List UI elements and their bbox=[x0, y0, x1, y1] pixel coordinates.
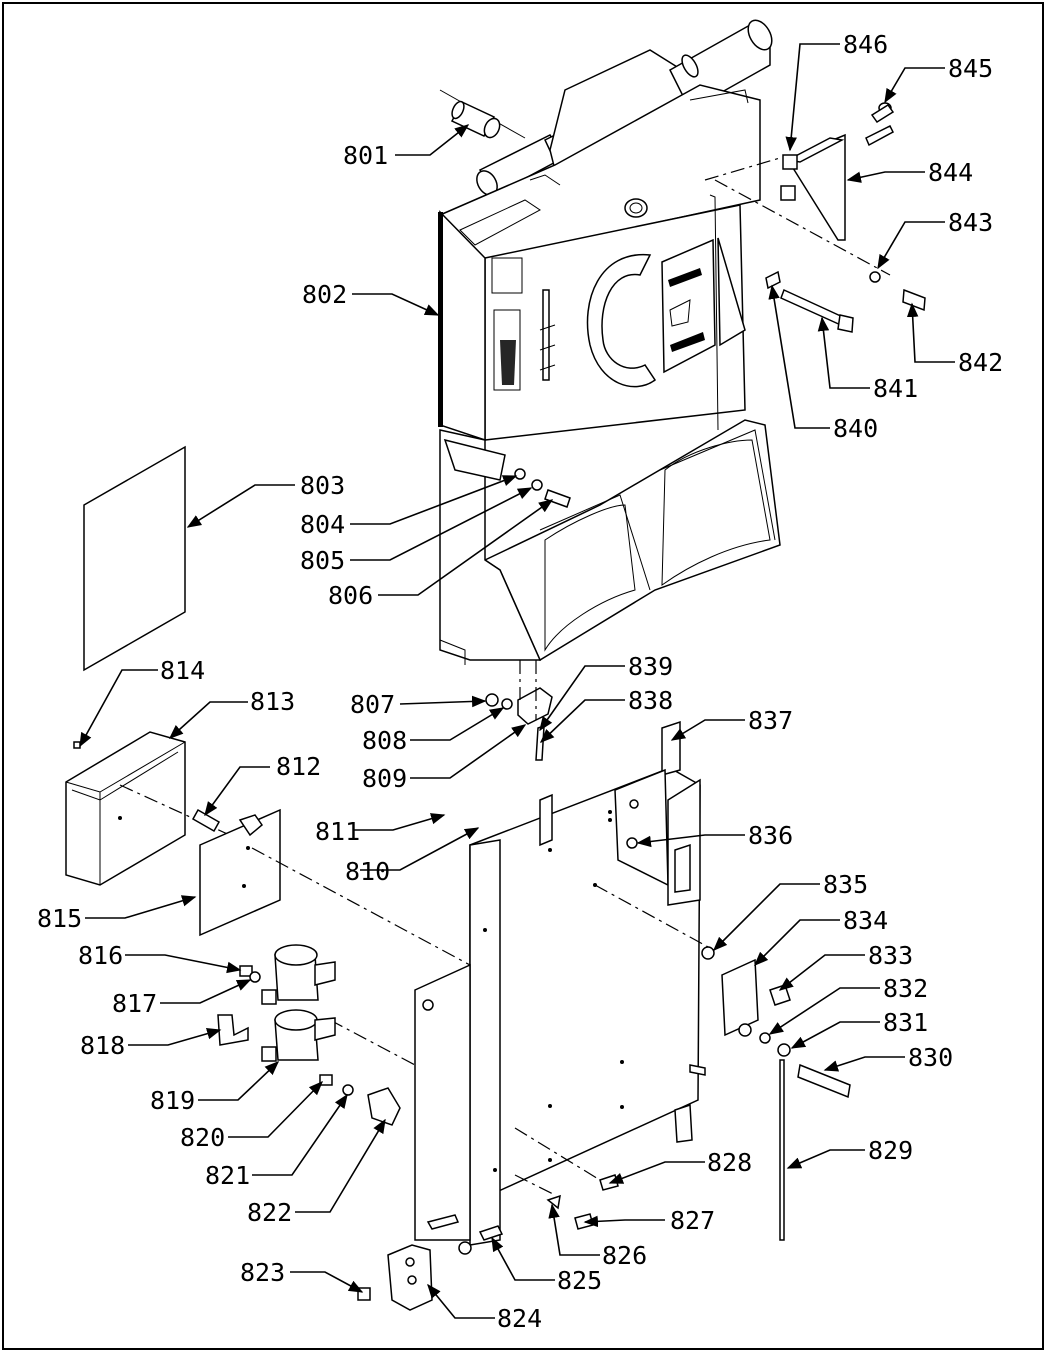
part-842-screw bbox=[902, 288, 926, 312]
decal-gauge bbox=[493, 309, 521, 391]
label-820: 820 bbox=[180, 1123, 225, 1152]
label-831: 831 bbox=[883, 1008, 928, 1037]
label-823: 823 bbox=[240, 1258, 285, 1287]
part-820-screw bbox=[319, 1074, 333, 1086]
part-801-bushing bbox=[439, 89, 526, 139]
part-803-sheet bbox=[83, 445, 186, 672]
label-821: 821 bbox=[205, 1161, 250, 1190]
label-818: 818 bbox=[80, 1031, 125, 1060]
label-810: 810 bbox=[345, 857, 390, 886]
part-841-bolt bbox=[780, 288, 846, 328]
label-803: 803 bbox=[300, 471, 345, 500]
label-822: 822 bbox=[247, 1198, 292, 1227]
decal-square bbox=[491, 257, 523, 294]
part-838-pin bbox=[535, 724, 545, 761]
callout-labels: 801 802 803 804 805 806 807 808 809 810 … bbox=[37, 30, 1003, 1333]
label-842: 842 bbox=[958, 348, 1003, 377]
part-846-nut bbox=[782, 154, 798, 170]
label-845: 845 bbox=[948, 54, 993, 83]
part-806-screw bbox=[544, 489, 571, 508]
label-811: 811 bbox=[315, 817, 360, 846]
label-814: 814 bbox=[160, 656, 205, 685]
label-819: 819 bbox=[150, 1086, 195, 1115]
upper-panel-assembly bbox=[438, 19, 781, 761]
part-812-standoff bbox=[191, 808, 221, 833]
solenoid-assembly bbox=[217, 944, 401, 1126]
label-832: 832 bbox=[883, 974, 928, 1003]
label-836: 836 bbox=[748, 821, 793, 850]
label-837: 837 bbox=[748, 706, 793, 735]
label-805: 805 bbox=[300, 546, 345, 575]
part-837-tab bbox=[661, 720, 681, 776]
part-left-flange bbox=[414, 963, 471, 1241]
part-831-clevis bbox=[777, 1043, 791, 1057]
part-807-nut bbox=[485, 693, 499, 707]
label-830: 830 bbox=[908, 1043, 953, 1072]
label-801: 801 bbox=[343, 141, 388, 170]
label-838: 838 bbox=[628, 686, 673, 715]
lower-right-hardware bbox=[701, 946, 851, 1241]
part-823-nut bbox=[357, 1287, 371, 1301]
callout-leaders bbox=[79, 43, 955, 1319]
label-839: 839 bbox=[628, 652, 673, 681]
part-822-bumper bbox=[367, 1087, 401, 1126]
label-846: 846 bbox=[843, 30, 888, 59]
part-829-rod bbox=[779, 1059, 785, 1241]
part-804-washer bbox=[514, 468, 526, 480]
part-826-washer bbox=[546, 1194, 561, 1210]
label-816: 816 bbox=[78, 941, 123, 970]
label-841: 841 bbox=[873, 374, 918, 403]
label-827: 827 bbox=[670, 1206, 715, 1235]
label-833: 833 bbox=[868, 941, 913, 970]
part-833-screw bbox=[769, 984, 791, 1006]
part-832-washer bbox=[759, 1032, 771, 1044]
part-802-handle bbox=[586, 254, 657, 388]
label-825: 825 bbox=[557, 1266, 602, 1295]
part-828-screw bbox=[599, 1174, 619, 1191]
part-821-washer bbox=[342, 1084, 354, 1096]
upper-right-hardware bbox=[704, 102, 926, 431]
part-817-washer bbox=[249, 971, 261, 983]
part-830-pin bbox=[797, 1063, 851, 1099]
label-824: 824 bbox=[497, 1304, 542, 1333]
label-807: 807 bbox=[350, 690, 395, 719]
part-802-edge bbox=[438, 212, 443, 427]
label-829: 829 bbox=[868, 1136, 913, 1165]
part-818-bracket bbox=[217, 1014, 249, 1046]
label-809: 809 bbox=[362, 764, 407, 793]
label-804: 804 bbox=[300, 510, 345, 539]
part-834-bracket bbox=[721, 958, 759, 1037]
part-808-washer bbox=[501, 698, 513, 710]
label-802: 802 bbox=[302, 280, 347, 309]
part-843-washer bbox=[869, 271, 881, 283]
part-835-nut bbox=[701, 946, 715, 960]
label-834: 834 bbox=[843, 906, 888, 935]
label-843: 843 bbox=[948, 208, 993, 237]
label-828: 828 bbox=[707, 1148, 752, 1177]
part-809-clamp bbox=[517, 687, 553, 725]
part-805-nut bbox=[531, 479, 543, 491]
part-825-pin bbox=[478, 1225, 504, 1241]
label-835: 835 bbox=[823, 870, 868, 899]
part-836-nut bbox=[626, 837, 638, 849]
label-813: 813 bbox=[250, 687, 295, 716]
part-845-screw bbox=[865, 124, 894, 147]
label-806: 806 bbox=[328, 581, 373, 610]
label-817: 817 bbox=[112, 989, 157, 1018]
label-826: 826 bbox=[602, 1241, 647, 1270]
part-840-washer bbox=[765, 270, 781, 290]
lower-frame-assembly bbox=[329, 720, 711, 1311]
label-815: 815 bbox=[37, 904, 82, 933]
label-844: 844 bbox=[928, 158, 973, 187]
label-808: 808 bbox=[362, 726, 407, 755]
label-812: 812 bbox=[276, 752, 321, 781]
part-802-hopper bbox=[483, 419, 781, 662]
label-840: 840 bbox=[833, 414, 878, 443]
part-813-cover bbox=[65, 731, 186, 886]
